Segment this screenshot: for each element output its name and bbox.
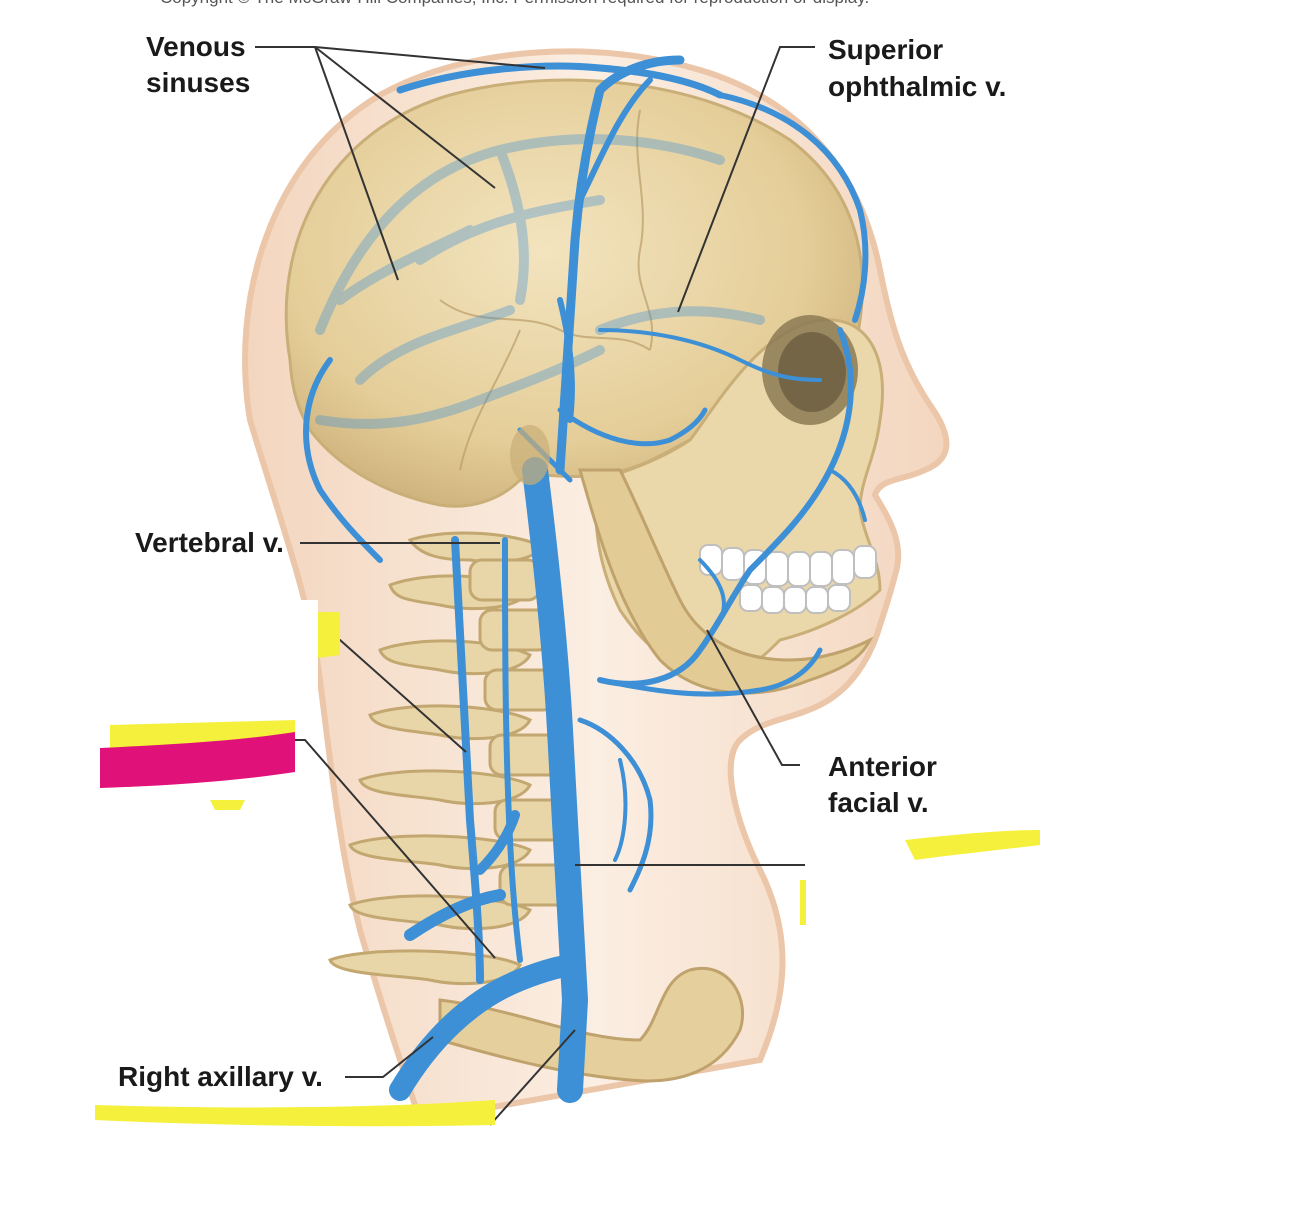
teeth: [699, 544, 877, 614]
yellow-highlight-right: [905, 830, 1040, 860]
label-vertebral-vein: Vertebral v.: [135, 527, 284, 558]
label-venous-sinuses-line2: sinuses: [146, 67, 251, 98]
magenta-highlight: [100, 732, 295, 788]
white-cover-left-1: [40, 600, 318, 705]
label-venous-sinuses-line1: Venous: [146, 31, 246, 62]
label-redaction-marks: [40, 600, 1106, 1127]
label-superior-ophthalmic-line1: Superior: [828, 34, 944, 65]
cranial-sutures: [439, 109, 654, 471]
eye-orbit-inner: [778, 332, 846, 412]
leader-venous-sinuses-2: [314, 46, 496, 189]
white-cover-left-2: [60, 810, 310, 840]
yellow-highlight-right-tick: [800, 880, 806, 925]
leader-hidden-bottom: [489, 1029, 576, 1126]
leader-hidden-magenta: [295, 739, 496, 959]
ear-region: [510, 425, 550, 485]
white-cover-right: [806, 860, 1106, 950]
yellow-highlight-bottom: [95, 1100, 495, 1127]
copyright-notice: Copyright © The McGraw-Hill Companies, I…: [160, 0, 869, 8]
yellow-highlight-left-3: [210, 800, 245, 810]
label-anterior-facial-line1: Anterior: [828, 751, 937, 782]
leader-right-axillary: [345, 1036, 434, 1078]
leader-anterior-facial: [706, 629, 800, 766]
label-right-axillary-vein: Right axillary v.: [118, 1061, 323, 1092]
label-superior-ophthalmic-line2: ophthalmic v.: [828, 71, 1007, 102]
leader-superior-ophthalmic: [677, 46, 815, 313]
major-veins: [303, 55, 869, 1103]
mandible: [578, 468, 874, 695]
label-anterior-facial-line2: facial v.: [828, 787, 929, 818]
leader-venous-sinuses-3: [314, 46, 399, 281]
